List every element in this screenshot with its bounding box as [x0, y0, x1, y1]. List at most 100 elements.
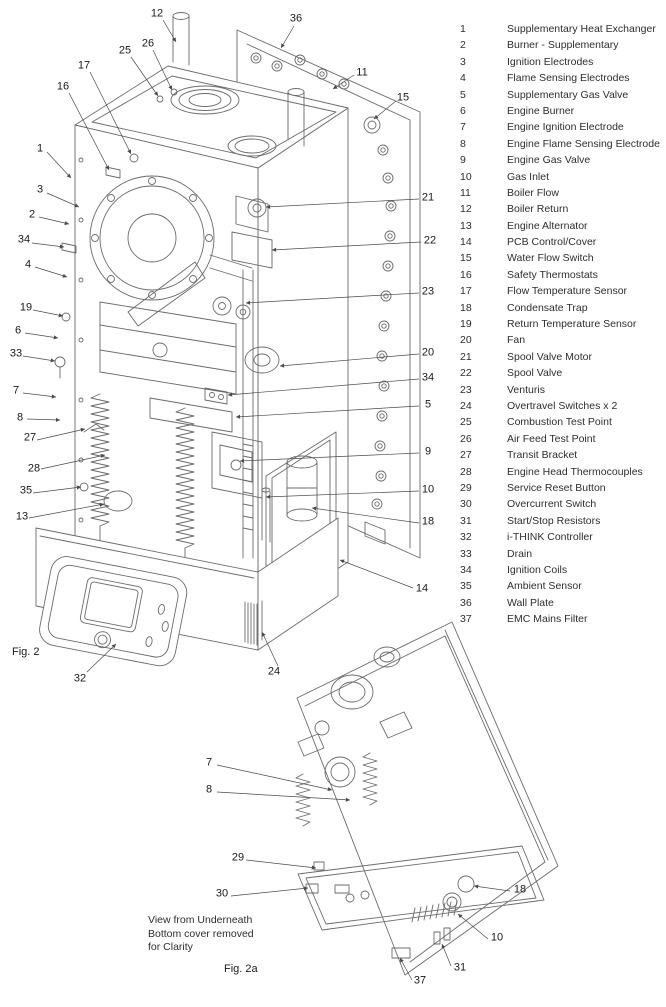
part-row: 22 Spool Valve: [460, 367, 664, 383]
fig2-callout-7: 7: [12, 384, 20, 397]
part-label: Engine Head Thermocouples: [507, 465, 643, 478]
part-label: Gas Inlet: [507, 170, 550, 183]
part-row: 11 Boiler Flow: [460, 187, 664, 203]
fig2a-callout-31: 31: [453, 961, 467, 974]
part-row: 15 Water Flow Switch: [460, 252, 664, 268]
part-number: 31: [460, 514, 472, 527]
fig2-callout-17: 17: [77, 59, 91, 72]
part-label: Flame Sensing Electrodes: [507, 72, 630, 85]
part-label: Boiler Return: [507, 203, 569, 216]
fig2-callout-21: 21: [421, 191, 435, 204]
fig2-callout-16: 16: [56, 80, 70, 93]
underneath-note: View from Underneath Bottom cover remove…: [148, 914, 254, 955]
condensate-trap-art: [286, 455, 318, 522]
part-label: Wall Plate: [507, 596, 554, 609]
gas-train-art: [211, 195, 273, 559]
part-number: 20: [460, 334, 472, 347]
part-number: 32: [460, 531, 472, 544]
fig2-callout-32: 32: [73, 672, 87, 685]
fig2-caption: Fig. 2: [12, 646, 40, 658]
part-number: 17: [460, 285, 472, 298]
fig2-callout-14: 14: [415, 582, 429, 595]
part-label: Fan: [507, 334, 526, 347]
fig2-callout-12: 12: [150, 7, 164, 20]
fig2-callout-18: 18: [421, 515, 435, 528]
fig2-callout-27: 27: [23, 431, 37, 444]
fig2-callout-10: 10: [421, 483, 435, 496]
part-number: 10: [460, 170, 472, 183]
fig2-callout-22: 22: [423, 234, 437, 247]
part-label: Venturis: [507, 383, 545, 396]
fig2-callout-19: 19: [19, 301, 33, 314]
part-label: Engine Gas Valve: [507, 154, 591, 167]
fig2-callout-5: 5: [424, 398, 432, 411]
part-number: 11: [460, 186, 471, 199]
fig2-callout-8: 8: [16, 411, 24, 424]
flue-collar-art: [156, 12, 305, 157]
part-label: Engine Alternator: [507, 219, 588, 232]
fig2-callout-36: 36: [289, 12, 303, 25]
part-label: Drain: [507, 547, 533, 560]
part-row: 13 Engine Alternator: [460, 220, 664, 236]
fig2-callout-1: 1: [36, 142, 44, 155]
fig2a-callout-29: 29: [231, 851, 245, 864]
part-label: Start/Stop Resistors: [507, 514, 601, 527]
fig2-callout-34-left: 34: [17, 233, 31, 246]
part-row: 7 Engine Ignition Electrode: [460, 121, 664, 137]
part-number: 12: [460, 203, 472, 216]
fig2-callout-2: 2: [28, 208, 36, 221]
part-number: 4: [460, 72, 466, 85]
part-row: 14 PCB Control/Cover: [460, 236, 664, 252]
fig2a-callout-8: 8: [205, 783, 213, 796]
fig2-callout-9: 9: [424, 445, 432, 458]
leader-lines: [22, 19, 511, 981]
part-number: 15: [460, 252, 472, 265]
part-label: Supplementary Heat Exchanger: [507, 23, 656, 35]
fig2-callout-3: 3: [36, 183, 44, 196]
fig2-callout-34-right: 34: [421, 371, 435, 384]
part-number: 27: [460, 449, 472, 462]
part-label: Overtravel Switches x 2: [507, 399, 618, 412]
fig2a-callout-10: 10: [490, 931, 504, 944]
part-row: 10 Gas Inlet: [460, 171, 664, 187]
part-number: 7: [460, 121, 466, 134]
part-number: 22: [460, 367, 472, 380]
part-label: Water Flow Switch: [507, 252, 594, 265]
part-label: Combustion Test Point: [507, 416, 612, 429]
fig2-callout-11: 11: [356, 66, 368, 79]
fig2-callout-26: 26: [141, 37, 155, 50]
part-label: Engine Burner: [507, 104, 575, 117]
part-number: 13: [460, 219, 472, 232]
fig2-callout-23: 23: [421, 285, 435, 298]
part-number: 14: [460, 236, 472, 249]
part-label: PCB Control/Cover: [507, 236, 597, 249]
part-number: 36: [460, 596, 472, 609]
underneath-note-line2: Bottom cover removed: [148, 927, 254, 940]
part-label: Spool Valve: [507, 367, 563, 380]
part-number: 8: [460, 137, 466, 150]
part-number: 21: [460, 350, 472, 363]
part-label: Engine Ignition Electrode: [507, 121, 624, 134]
part-label: Boiler Flow: [507, 186, 559, 199]
part-number: 29: [460, 481, 472, 494]
part-number: 23: [460, 383, 472, 396]
fig2-callout-13: 13: [15, 510, 29, 523]
part-number: 26: [460, 432, 472, 445]
part-number: 24: [460, 399, 472, 412]
part-row: 23 Venturis: [460, 384, 664, 400]
